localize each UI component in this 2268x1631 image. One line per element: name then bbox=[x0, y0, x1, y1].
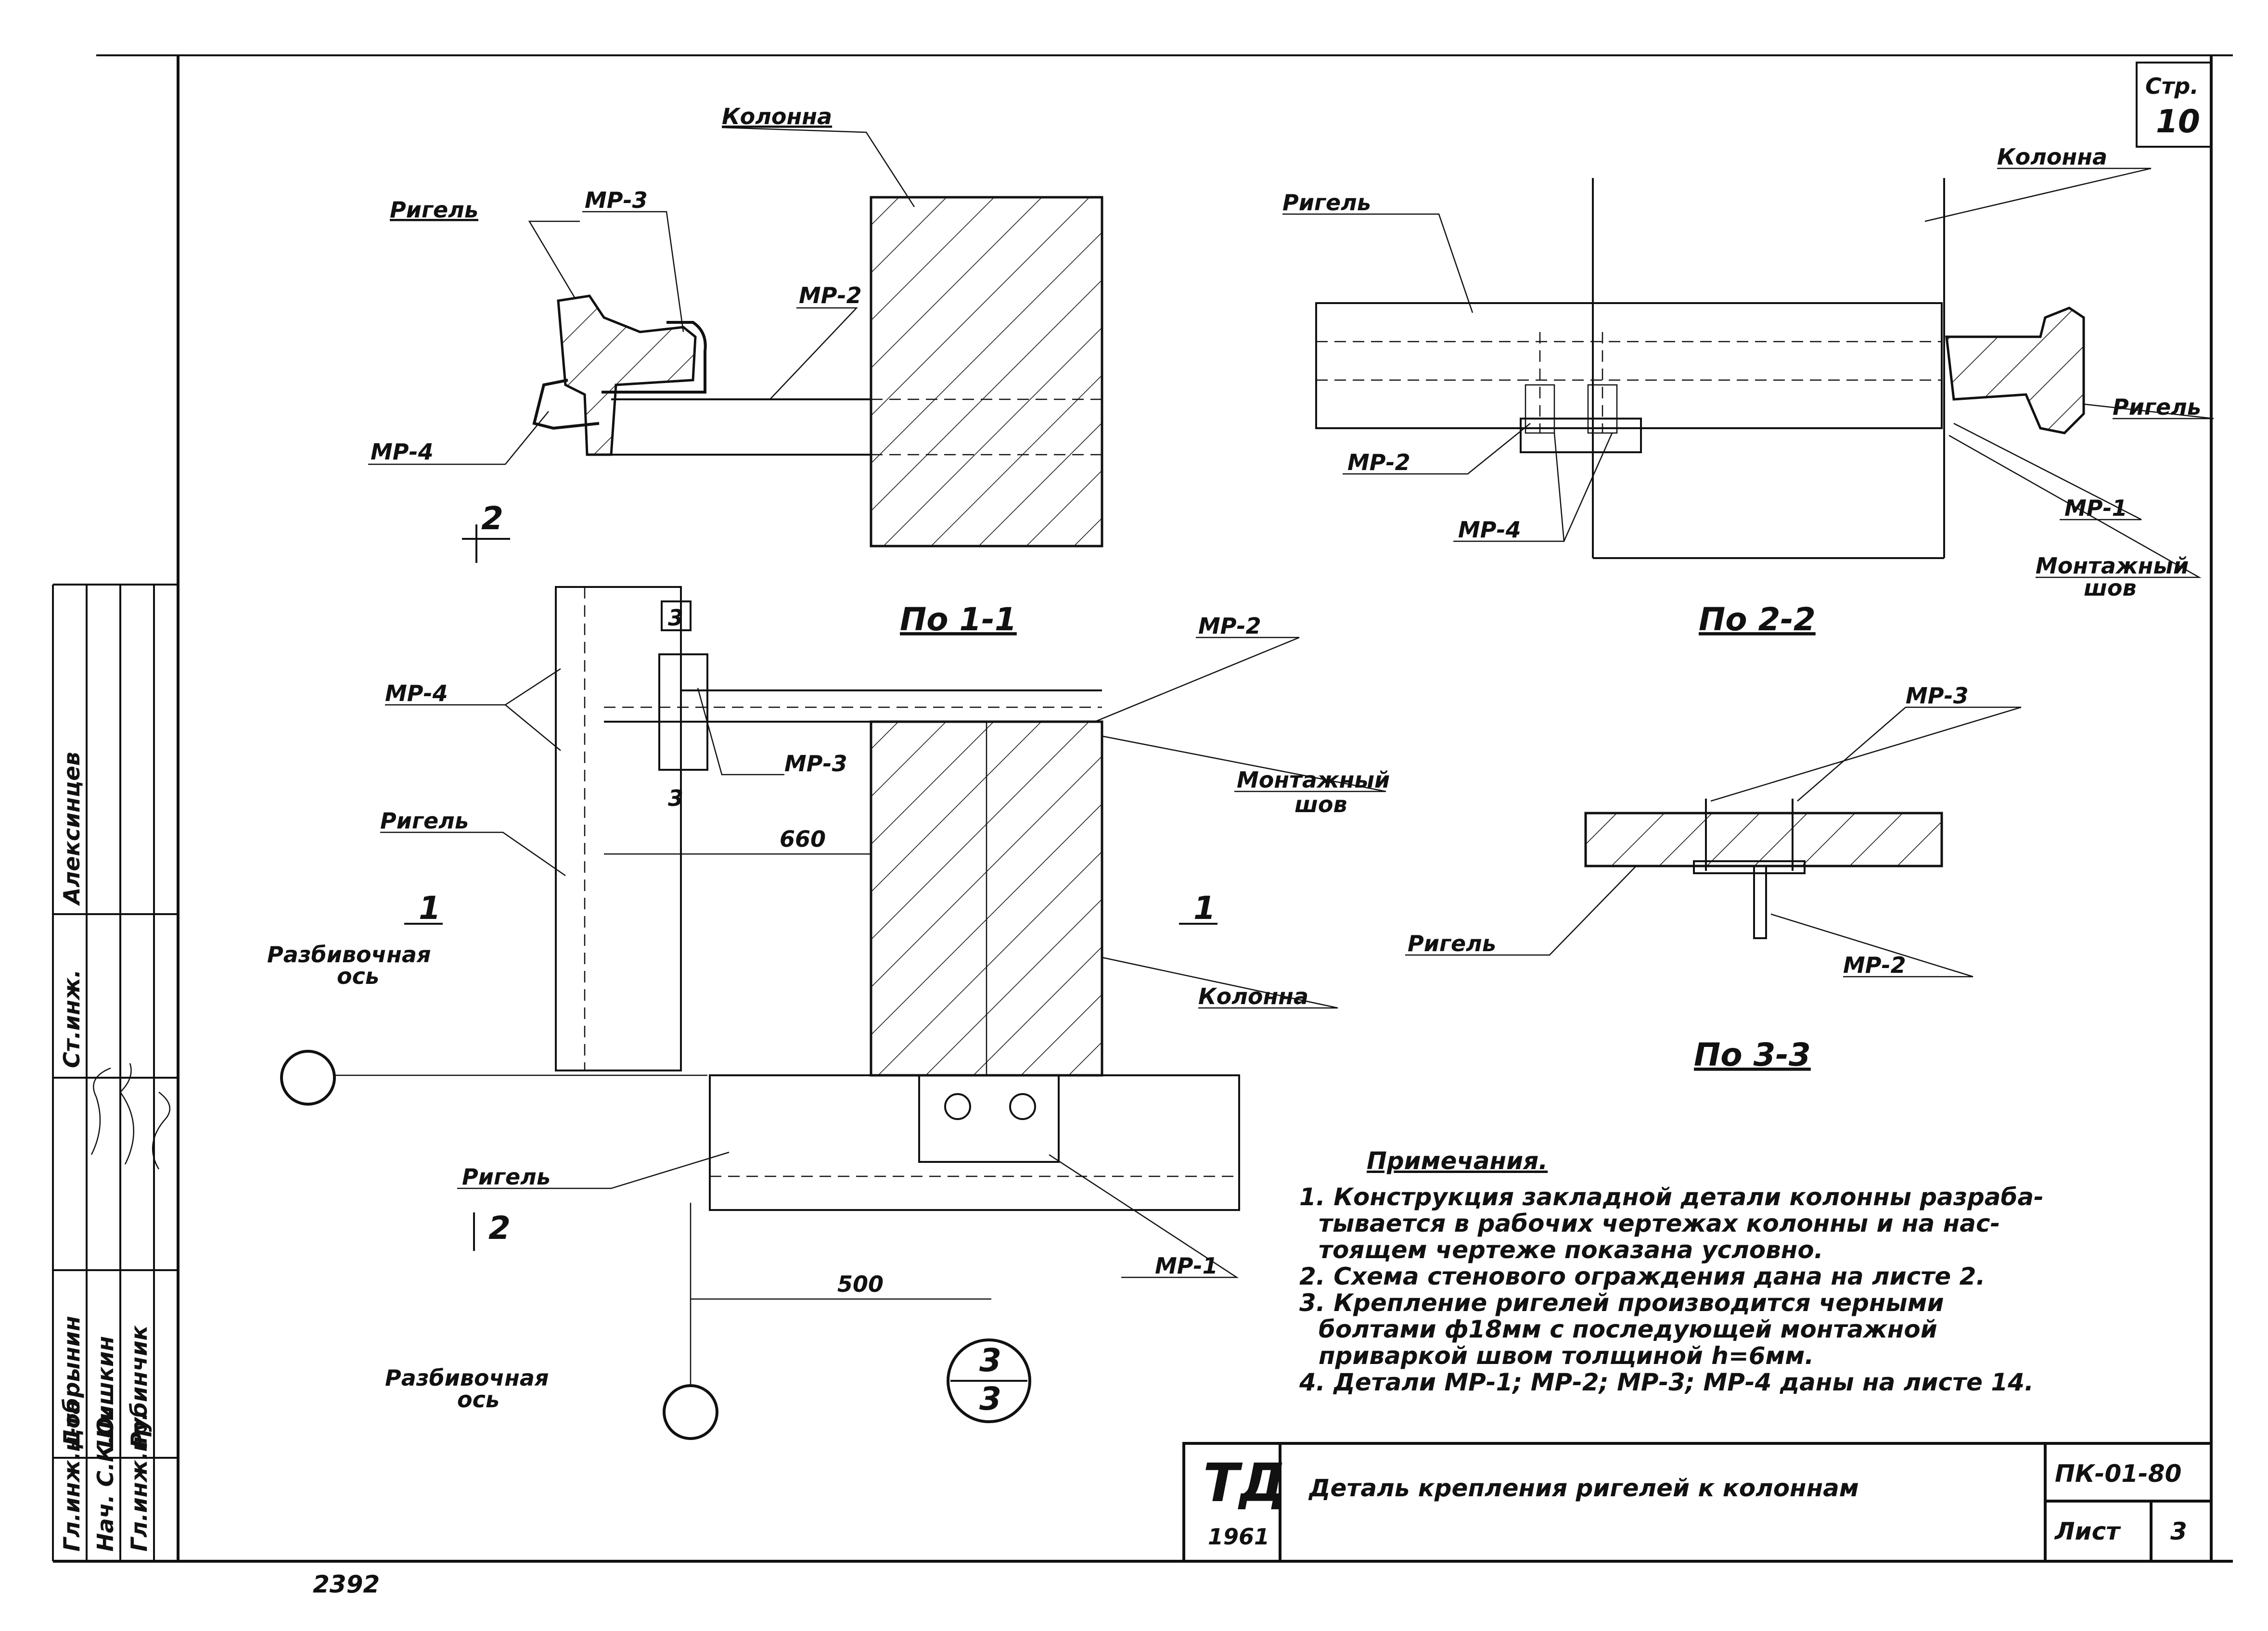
mr1-plate bbox=[918, 1074, 1060, 1163]
label-mr3: МР-3 bbox=[585, 187, 648, 213]
axis-marker-1 bbox=[280, 1050, 336, 1106]
notes-heading: Примечания. bbox=[1367, 1147, 1548, 1175]
cut-1-right: 1 bbox=[1193, 890, 1216, 927]
stamp-name-2: Шишкин bbox=[92, 1336, 118, 1448]
view-title-3-3: По 3-3 bbox=[1694, 1036, 1811, 1073]
cut-3-top: 3 bbox=[668, 605, 683, 631]
sheet-label: Лист bbox=[2054, 1517, 2121, 1545]
rigel-section bbox=[1584, 812, 1943, 867]
label-axis2-2: ось bbox=[457, 1387, 500, 1413]
note-line: болтами ф18мм с последующей монтажной bbox=[1319, 1315, 1937, 1343]
label-mr2: МР-2 bbox=[1843, 952, 1906, 978]
dim-660: 660 bbox=[780, 826, 826, 852]
bottom-number: 2392 bbox=[313, 1570, 380, 1598]
cut-1-left: 1 bbox=[419, 890, 441, 927]
rigel-horizontal bbox=[709, 1074, 1240, 1211]
mr2-plate bbox=[1520, 418, 1642, 453]
view-1-1: Колонна Ригель МР-3 МР-2 МР-4 2 По 1-1 bbox=[368, 103, 1103, 638]
note-line: 4. Детали МР-1; МР-2; МР-3; МР-4 даны на… bbox=[1299, 1368, 2034, 1396]
note-line: тоящем чертеже показана условно. bbox=[1319, 1236, 1823, 1264]
drawing-title: Деталь крепления ригелей к колоннам bbox=[1308, 1474, 1859, 1502]
label-weld-2: шов bbox=[1294, 791, 1347, 817]
rigel-beam bbox=[1315, 302, 1943, 429]
note-line: 1. Конструкция закладной детали колонны … bbox=[1299, 1183, 2044, 1211]
label-weld-1: Монтажный bbox=[2036, 553, 2189, 579]
view-2-2: Ригель Колонна Ригель МР-2 МР-4 МР-1 Мон… bbox=[1282, 144, 2214, 638]
column-section bbox=[870, 196, 1103, 548]
label-mr2: МР-2 bbox=[1198, 613, 1261, 639]
label-column: Колонна bbox=[1198, 983, 1308, 1009]
signatures bbox=[90, 1063, 171, 1170]
label-mr1: МР-1 bbox=[2064, 495, 2127, 521]
sheet-number-box: Стр. 10 bbox=[2136, 62, 2212, 148]
label-axis1-1: Разбивочная bbox=[267, 942, 431, 968]
label-axis1-2: ось bbox=[337, 963, 379, 989]
note-line: приваркой швом толщиной h=6мм. bbox=[1319, 1342, 1814, 1370]
rigel-vertical bbox=[555, 586, 682, 1071]
label-rigel-right: Ригель bbox=[2113, 394, 2201, 420]
rigel-profile-right bbox=[1945, 306, 2085, 434]
cut-2-bottom: 2 bbox=[488, 1210, 511, 1247]
note-line: 2. Схема стенового ограждения дана на ли… bbox=[1299, 1262, 1985, 1290]
callout-top: 3 bbox=[979, 1342, 1001, 1379]
stamp-role-4: Ст.инж. bbox=[59, 969, 85, 1068]
plan-view: 660 500 3 3 1 1 2 3 3 МР-4 МР-3 МР-2 Мон… bbox=[267, 586, 1390, 1440]
note-line: 3. Крепление ригелей производится черным… bbox=[1299, 1289, 1944, 1317]
label-mr1: МР-1 bbox=[1155, 1253, 1218, 1279]
callout-bottom: 3 bbox=[979, 1380, 1001, 1417]
stamp-name-3: Рубинчик bbox=[126, 1325, 152, 1448]
side-stamp: Гл.инж.н-та Нач. С.К.О. Гл.инж.пр. Ст.ин… bbox=[52, 584, 178, 1561]
label-mr3: МР-3 bbox=[1906, 683, 1969, 709]
label-mr4: МР-4 bbox=[385, 680, 448, 706]
label-mr2: МР-2 bbox=[799, 282, 862, 308]
dim-500: 500 bbox=[837, 1271, 884, 1297]
note-line: тывается в рабочих чертежах колонны и на… bbox=[1319, 1210, 2000, 1237]
label-axis2-1: Разбивочная bbox=[385, 1365, 549, 1391]
notes: Примечания. 1. Конструкция закладной дет… bbox=[1299, 1147, 2044, 1396]
label-mr4: МР-4 bbox=[1458, 517, 1521, 543]
title-block: ТД 1961 Деталь крепления ригелей к колон… bbox=[1182, 1442, 2213, 1563]
stamp-role-1: Гл.инж.н-та bbox=[59, 1400, 85, 1552]
stamp-name-1: Добрынин bbox=[59, 1316, 85, 1449]
label-rigel-lower: Ригель bbox=[462, 1164, 551, 1190]
view-3-3: МР-3 Ригель МР-2 По 3-3 bbox=[1405, 683, 2022, 1073]
year: 1961 bbox=[1208, 1524, 1269, 1550]
label-rigel: Ригель bbox=[1408, 930, 1496, 956]
mr3-plate bbox=[1693, 860, 1806, 874]
stamp-role-2: Нач. С.К.О. bbox=[92, 1409, 118, 1552]
mr3-clip bbox=[602, 321, 707, 394]
label-rigel-left: Ригель bbox=[1282, 190, 1371, 216]
label-mr2: МР-2 bbox=[1347, 449, 1410, 475]
label-rigel-upper: Ригель bbox=[380, 808, 469, 834]
cut-3-mid: 3 bbox=[668, 785, 683, 811]
stamp-name-4: Алексинцев bbox=[59, 752, 85, 906]
sheet-no: 3 bbox=[2170, 1517, 2187, 1545]
label-mr4: МР-4 bbox=[371, 439, 434, 465]
label-mr3: МР-3 bbox=[784, 751, 847, 777]
section-mark-2-top: 2 bbox=[481, 500, 503, 537]
label-weld-1: Монтажный bbox=[1237, 767, 1390, 793]
sheet-label: Стр. bbox=[2145, 73, 2199, 99]
label-column: Колонна bbox=[722, 103, 832, 129]
label-column: Колонна bbox=[1997, 144, 2107, 170]
callout-3-3 bbox=[947, 1338, 1031, 1423]
view-title-1-1: По 1-1 bbox=[900, 601, 1017, 638]
label-weld-2: шов bbox=[2084, 575, 2137, 601]
rigel-profile bbox=[557, 294, 697, 456]
mr4-clamp bbox=[532, 379, 600, 430]
mr2-plate bbox=[1753, 865, 1767, 939]
mr3-plate bbox=[658, 653, 708, 771]
axis-marker-2 bbox=[663, 1384, 718, 1440]
label-rigel: Ригель bbox=[390, 197, 478, 223]
logo: ТД bbox=[1203, 1452, 1286, 1514]
drawing-code: ПК-01-80 bbox=[2055, 1460, 2181, 1488]
sheet-number: 10 bbox=[2156, 103, 2200, 140]
view-title-2-2: По 2-2 bbox=[1699, 601, 1816, 638]
stamp-role-3: Гл.инж.пр. bbox=[126, 1412, 152, 1552]
